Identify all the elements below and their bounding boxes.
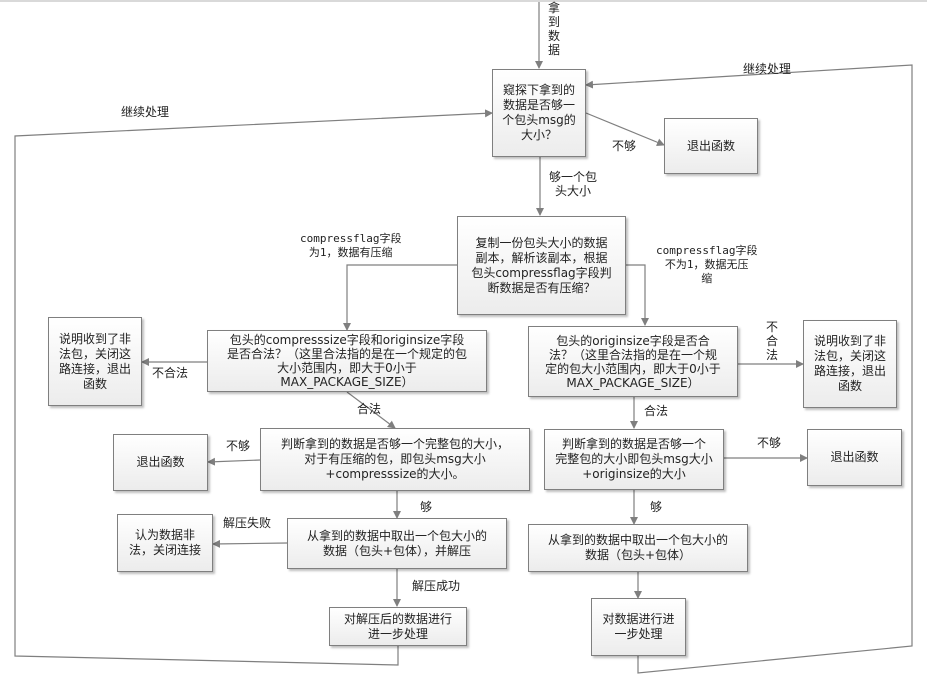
edge-legal-left: [346, 391, 396, 429]
label-not-enough-left: 不够: [226, 439, 251, 453]
node-process-plain: 对数据进行进 一步处理: [591, 598, 686, 656]
label-illegal-left: 不合法: [152, 366, 189, 380]
label-got-data: 拿 到 数 据: [548, 1, 561, 57]
node-illegal-right: 说明收到了非 法包，关闭这 路连接，退出 函数: [803, 320, 897, 408]
label-enough-left: 够: [420, 500, 433, 514]
node-check-origin-size: 包头的originsize字段是否合 法？（这里合法指的是在一个规 定的包大小范…: [528, 326, 738, 397]
label-enough-header: 够一个包 头大小: [549, 170, 598, 198]
node-exit-left: 退出函数: [113, 434, 208, 491]
node-illegal-left: 说明收到了非 法包，关闭这 路连接，退出 函数: [48, 317, 142, 406]
label-legal-left: 合法: [357, 402, 382, 416]
label-not-enough-right: 不够: [757, 436, 782, 450]
node-process-decompressed: 对解压后的数据进行 进一步处理: [329, 607, 467, 646]
node-check-both-sizes: 包头的compresssize字段和originsize字段 是否合法？（这里合…: [207, 330, 487, 392]
label-continue-left: 继续处理: [121, 105, 170, 119]
edge-not-enough-top: [585, 112, 665, 147]
label-illegal-right: 不 合 法: [766, 320, 779, 362]
label-enough-right: 够: [650, 500, 663, 514]
edge-continue-right: [585, 64, 913, 674]
label-flag-not-1: compressflag字段 不为1，数据无压 缩: [656, 244, 758, 285]
node-copy-header: 复制一份包头大小的数据 副本，解析该副本，根据 包头compressflag字段…: [457, 216, 626, 315]
edge-flag-is-1: [343, 264, 457, 331]
node-decompress-fail: 认为数据非 法，关闭连接: [117, 514, 213, 572]
node-exit-top: 退出函数: [664, 118, 758, 174]
node-peek-header: 窥探下拿到的 数据是否够一 个包头msg的 大小？: [492, 69, 586, 157]
label-legal-right: 合法: [644, 404, 669, 418]
edge-decompress-failed: [212, 539, 288, 548]
top-border: [0, 0, 927, 2]
node-extract-plain: 从拿到的数据中取出一个包大小的 数据（包头+包体）: [528, 524, 748, 572]
edge-flag-not-1: [626, 264, 649, 326]
node-exit-right: 退出函数: [807, 429, 902, 486]
edge-not-enough-left: [207, 457, 261, 466]
label-decompress-ok: 解压成功: [412, 579, 461, 593]
node-full-check-plain: 判断拿到的数据是否够一个 完整包的大小即包头msg大小 +originsize的…: [544, 429, 724, 490]
label-not-enough-top: 不够: [612, 139, 637, 153]
label-continue-right: 继续处理: [743, 62, 792, 76]
node-extract-decompress: 从拿到的数据中取出一个包大小的 数据（包头+包体），并解压: [287, 518, 507, 569]
edge-continue-left: [14, 109, 493, 666]
label-flag-is-1: compressflag字段 为1，数据有压缩: [300, 232, 402, 259]
label-decompress-failed: 解压失败: [223, 516, 272, 530]
node-full-check-compressed: 判断拿到的数据是否够一个完整包的大小， 对于有压缩的包，即包头msg大小 +co…: [260, 428, 530, 491]
